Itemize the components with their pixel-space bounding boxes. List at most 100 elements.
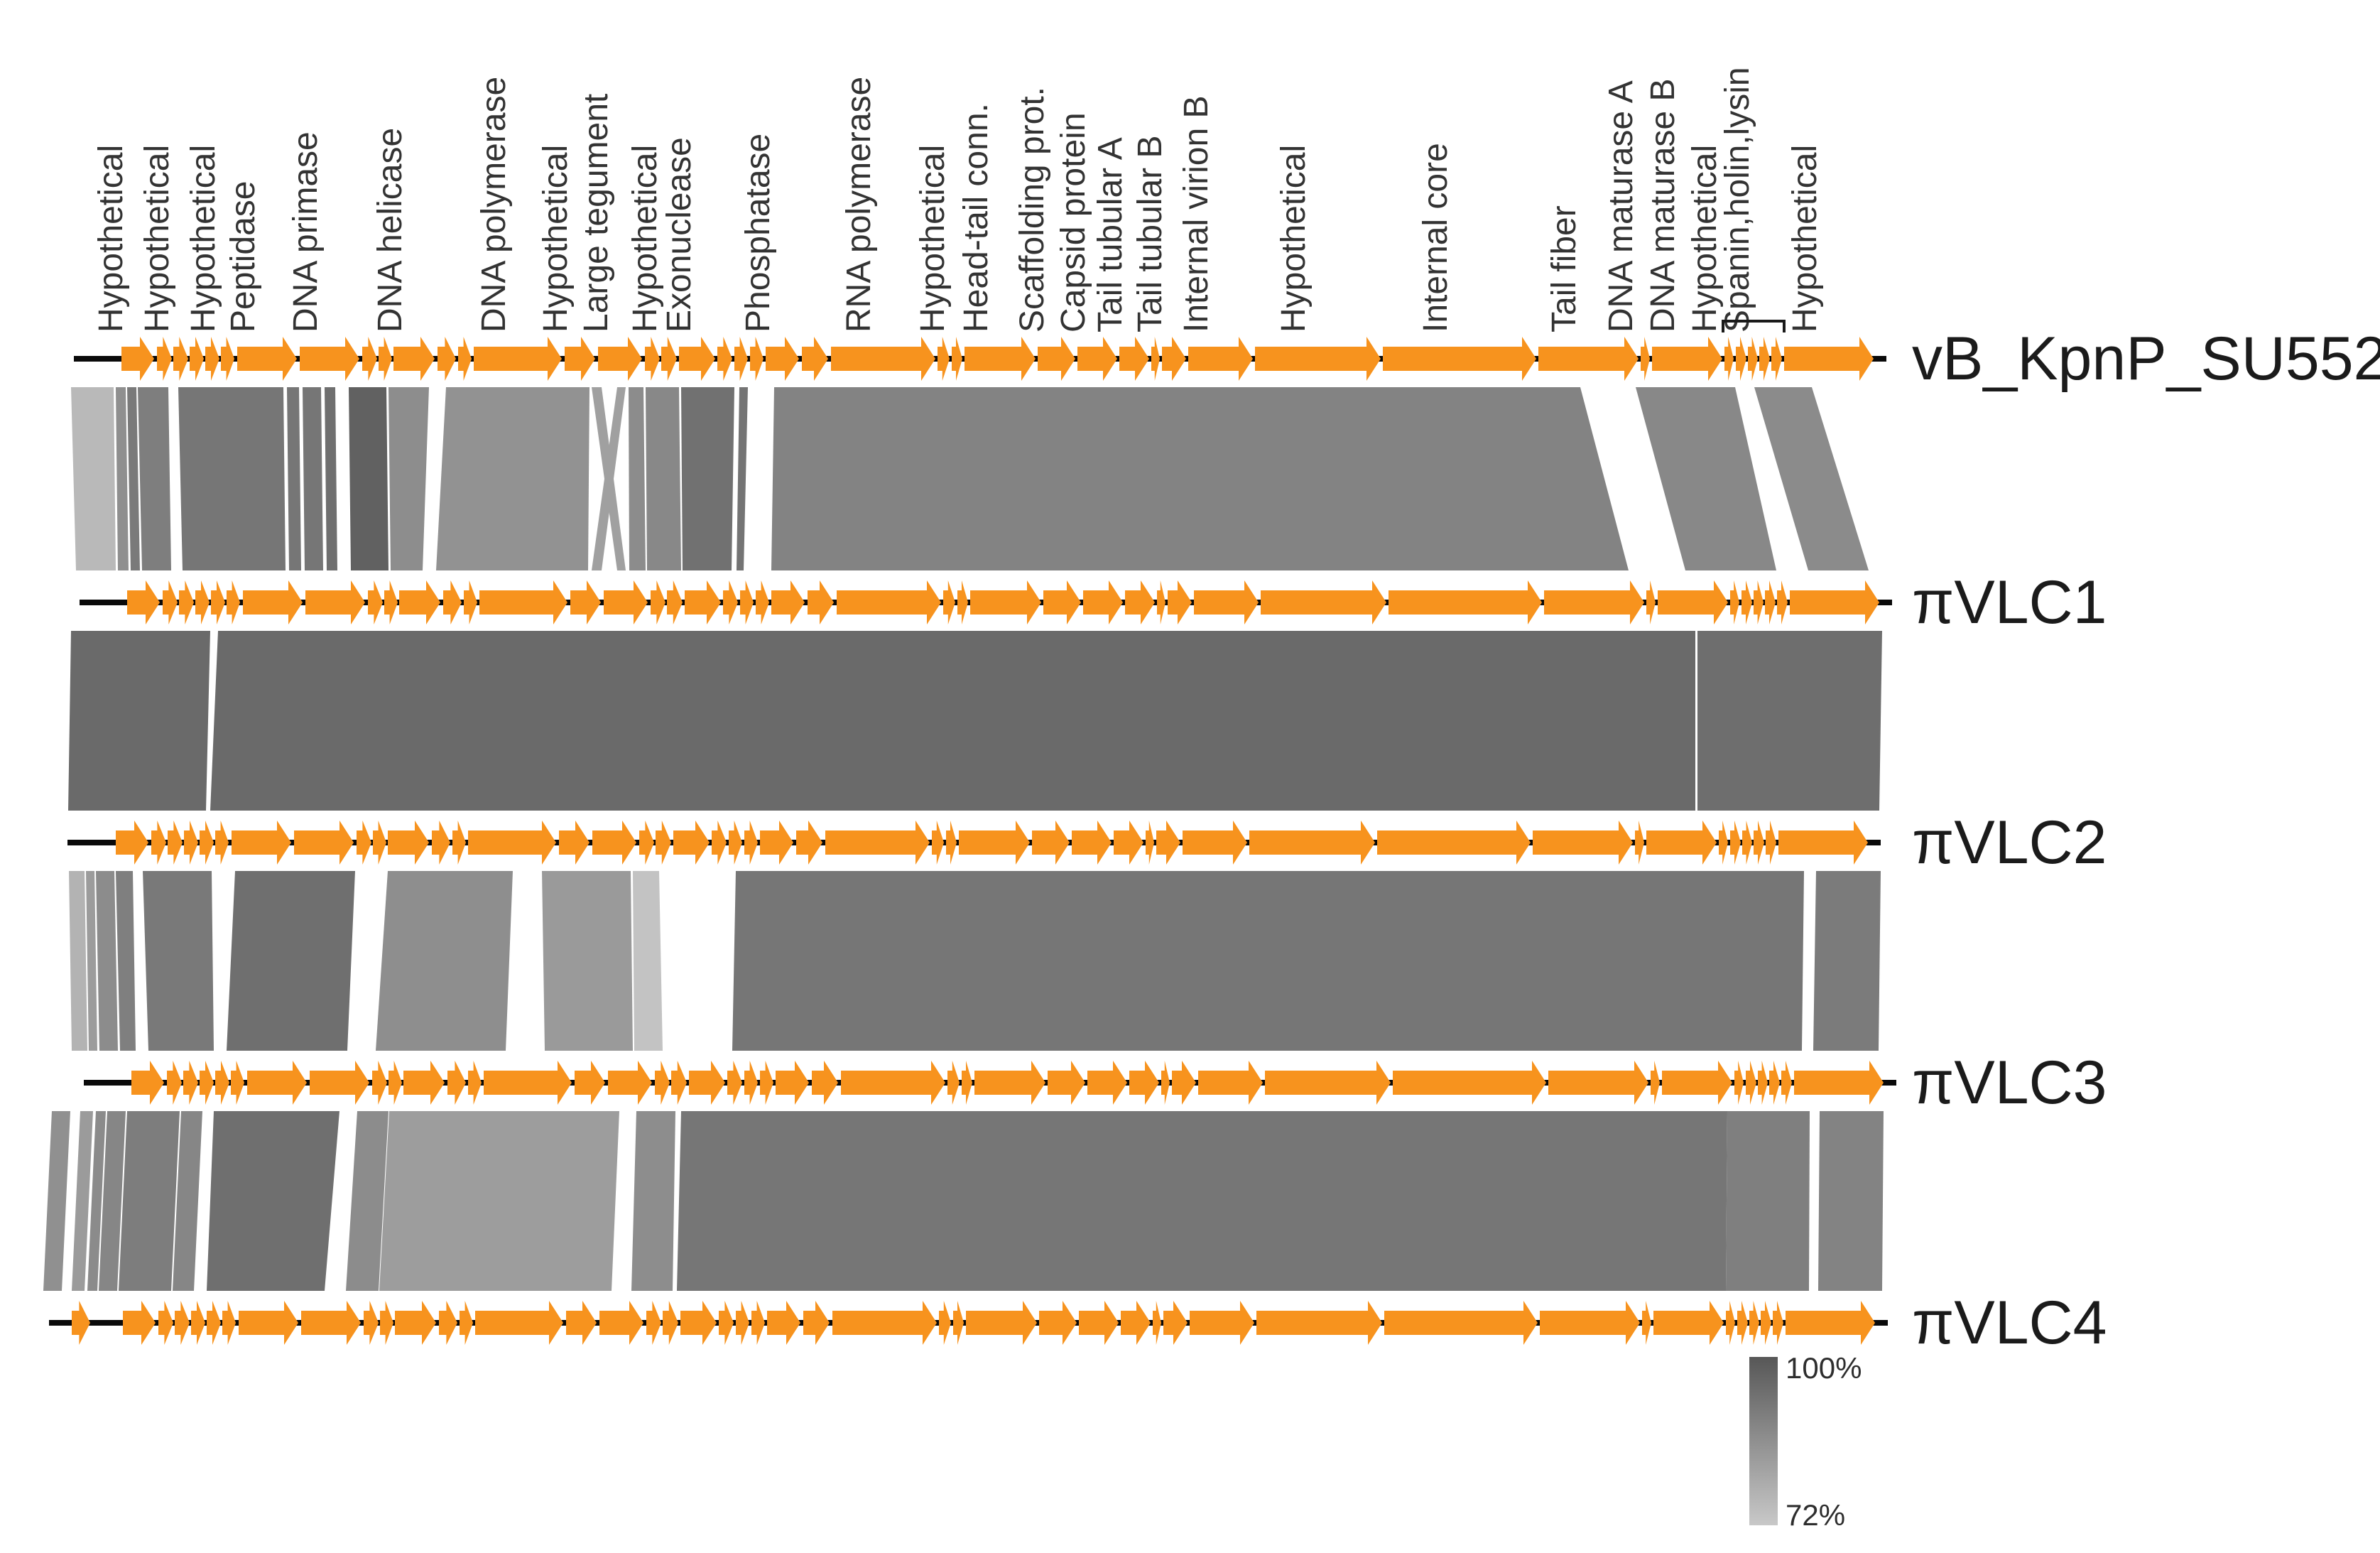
gene-arrow (1161, 1061, 1170, 1105)
similarity-ribbon (1754, 387, 1869, 570)
gene-arrow (1777, 580, 1788, 624)
similarity-ribbon (207, 1111, 339, 1291)
gene-arrow (1538, 337, 1639, 381)
gene-arrow (116, 821, 148, 865)
gene-arrow (744, 821, 758, 865)
gene-arrow (802, 337, 828, 381)
gene-label: Spanin,holin,lysin (1719, 67, 1756, 332)
gene-label: Phosphatase (739, 134, 777, 332)
gene-arrow (173, 337, 188, 381)
gene-arrow (1393, 1061, 1546, 1105)
gene-arrow (243, 580, 303, 624)
gene-arrow (364, 1301, 379, 1345)
gene-label: Hypothetical (914, 145, 952, 332)
gene-arrow (766, 337, 799, 381)
gene-arrow (661, 337, 677, 381)
gene-arrow (1771, 337, 1782, 381)
gene-arrow (1198, 1061, 1263, 1105)
gene-arrow (796, 821, 822, 865)
gene-arrow (1759, 337, 1770, 381)
gene-arrow (831, 337, 935, 381)
gene-arrow (1652, 337, 1722, 381)
gene-arrow (1261, 580, 1386, 624)
similarity-ribbon (436, 387, 589, 570)
identity-legend-min-label: 72% (1786, 1498, 1845, 1532)
identity-legend-bar (1749, 1357, 1778, 1525)
similarity-ribbon (346, 1111, 388, 1291)
gene-arrow (689, 1061, 725, 1105)
gene-arrow (1737, 1301, 1748, 1345)
genome-track-πVLC3: πVLC3 (84, 1049, 2107, 1117)
gene-arrow (1758, 1061, 1768, 1105)
gene-arrow (1072, 821, 1112, 865)
gene-arrow (673, 821, 710, 865)
gene-arrow (460, 1301, 473, 1345)
gene-group-bracket (1722, 320, 1786, 332)
gene-arrow (837, 580, 941, 624)
similarity-ribbon (388, 387, 429, 570)
gene-label: Hypothetical (626, 145, 664, 332)
similarity-ribbon (71, 387, 116, 570)
similarity-ribbon (68, 631, 210, 811)
gene-arrow (1384, 1301, 1538, 1345)
gene-arrow (183, 1061, 198, 1105)
gene-arrow (1748, 337, 1758, 381)
gene-arrow (1540, 1301, 1640, 1345)
gene-arrow (131, 1061, 164, 1105)
gene-arrow (447, 1061, 466, 1105)
gene-arrow (1249, 821, 1375, 865)
gene-arrow (215, 821, 229, 865)
gene-arrow (373, 821, 386, 865)
gene-arrow (608, 1061, 652, 1105)
similarity-ribbon (43, 1111, 70, 1291)
gene-arrow (1077, 337, 1117, 381)
gene-arrow (1114, 821, 1143, 865)
gene-arrow (372, 1061, 387, 1105)
gene-label: Exonuclease (661, 137, 698, 332)
gene-arrow (680, 1301, 717, 1345)
gene-arrow (175, 1301, 190, 1345)
gene-arrow (663, 1301, 678, 1345)
gene-arrow (671, 1061, 687, 1105)
gene-arrow (458, 337, 472, 381)
gene-arrow (388, 1061, 402, 1105)
similarity-ribbon (119, 1111, 180, 1291)
gene-arrow (1765, 580, 1776, 624)
similarity-ribbon (379, 1111, 619, 1291)
gene-arrow (734, 337, 748, 381)
track-label: πVLC3 (1912, 1049, 2107, 1117)
gene-arrow (592, 821, 636, 865)
gene-arrow (938, 337, 950, 381)
gene-arrow (1778, 821, 1868, 865)
gene-arrow (559, 821, 589, 865)
similarity-ribbon (99, 1111, 126, 1291)
gene-arrow (368, 580, 383, 624)
gene-arrow (651, 580, 665, 624)
gene-arrow (1156, 821, 1180, 865)
gene-arrow (1183, 821, 1247, 865)
gene-arrow (1087, 1061, 1127, 1105)
gene-arrow (484, 1061, 572, 1105)
gene-arrow (1043, 580, 1081, 624)
gene-arrow (310, 1061, 369, 1105)
gene-label: RNA polymerase (840, 77, 878, 332)
gene-arrow (639, 821, 654, 865)
gene-arrow (393, 337, 435, 381)
gene-arrow (719, 1301, 734, 1345)
gene-arrow (1383, 337, 1536, 381)
gene-arrow (1651, 1061, 1660, 1105)
similarity-ribbon (592, 387, 626, 570)
gene-arrow (157, 337, 172, 381)
gene-arrow (1533, 821, 1633, 865)
gene-arrow (215, 1061, 229, 1105)
gene-arrow (1658, 580, 1728, 624)
gene-arrow (300, 337, 359, 381)
gene-arrow (1790, 580, 1879, 624)
gene-arrow (604, 580, 648, 624)
gene-label: DNA helicase (371, 128, 409, 332)
gene-arrow (1769, 1061, 1780, 1105)
gene-arrow (200, 821, 214, 865)
gene-label: Hypothetical (537, 145, 575, 332)
gene-arrow (566, 1301, 597, 1345)
gene-arrow (1162, 337, 1186, 381)
